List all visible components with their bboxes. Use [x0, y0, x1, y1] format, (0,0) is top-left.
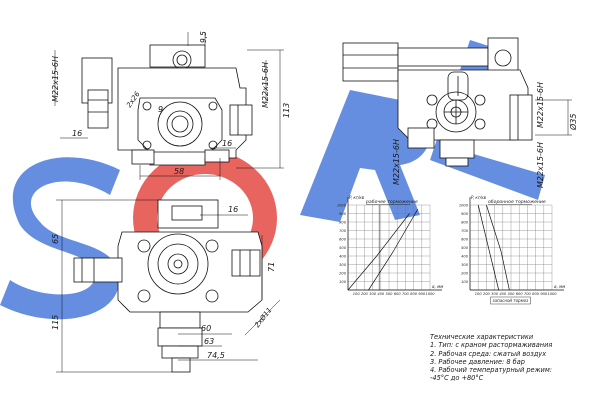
watermark-letter-r [300, 90, 430, 222]
x-tick-label: 1000 [547, 292, 557, 296]
valve-top-view [56, 199, 281, 373]
chart-annotation: запасной тормоз [493, 298, 529, 303]
dim-thread-right-side: M22x15-6H [536, 82, 545, 128]
dim-71: 71 [267, 262, 276, 272]
chart-title: рабочее торможение [365, 199, 418, 205]
specs-title: Технические характеристики [430, 333, 534, 341]
y-tick-label: 800 [461, 221, 469, 225]
y-tick-label: 400 [461, 255, 469, 259]
curve-service-upper [368, 209, 419, 291]
x-tick-label: 100 [475, 292, 483, 296]
x-tick-label: 300 [491, 292, 499, 296]
y-tick-label: 800 [339, 221, 347, 225]
y-tick-label: 900 [339, 212, 347, 216]
y-tick-label: 400 [339, 255, 347, 259]
watermark-letter-s [0, 157, 120, 320]
y-axis-label: P, кг/кв [349, 195, 365, 200]
y-tick-label: 1000 [459, 204, 469, 208]
x-tick-label: 600 [394, 292, 402, 296]
y-tick-label: 200 [339, 272, 347, 276]
dim-74-5: 74,5 [207, 351, 225, 360]
specs-item: 4. Рабочий температурный режим: [430, 366, 553, 375]
curve-service [347, 213, 410, 291]
curve-parking-upper [486, 204, 510, 291]
x-tick-label: 600 [516, 292, 524, 296]
y-tick-label: 600 [339, 238, 347, 242]
x-tick-label: 500 [386, 292, 394, 296]
y-tick-label: 500 [461, 246, 469, 250]
valve-side-view [342, 37, 572, 167]
x-axis-label: α, мм [554, 284, 565, 289]
y-tick-label: 100 [339, 280, 347, 284]
x-tick-label: 300 [369, 292, 377, 296]
x-tick-label: 900 [540, 292, 548, 296]
dim-thread-bottom: M22x15-6H [392, 139, 401, 185]
dim-113: 113 [282, 103, 291, 118]
x-tick-label: 800 [410, 292, 418, 296]
dim-115: 115 [51, 315, 60, 330]
x-tick-label: 100 [353, 292, 361, 296]
x-tick-label: 800 [532, 292, 540, 296]
annotation-box [490, 296, 531, 305]
x-tick-label: 400 [499, 292, 507, 296]
y-tick-label: 700 [461, 229, 469, 233]
y-tick-label: 300 [461, 263, 469, 267]
y-tick-label: 700 [339, 229, 347, 233]
x-tick-label: 400 [377, 292, 385, 296]
x-tick-label: 900 [418, 292, 426, 296]
dim-35: Ø35 [568, 114, 578, 131]
x-tick-label: 200 [483, 292, 491, 296]
dim-thread-right: M22x15-6H [261, 62, 270, 108]
dim-16-right: 16 [222, 139, 232, 148]
dim-16-top: 16 [228, 205, 238, 214]
x-tick-label: 700 [402, 292, 410, 296]
dim-9-5: 9,5 [199, 31, 208, 43]
y-axis-label: P, кг/кв [471, 195, 487, 200]
y-tick-label: 600 [461, 238, 469, 242]
dim-thread-left: M22x15-6H [51, 56, 60, 102]
dim-65: 65 [51, 234, 60, 244]
specs-item: -45°С до +80°С [430, 374, 484, 383]
dim-thread-far: M22x15-6H [536, 142, 545, 188]
dim-16-left: 16 [72, 129, 82, 138]
specs-item: 3. Рабочее давление: 8 бар [430, 357, 525, 366]
dim-2x11: 2xØ11 [253, 306, 273, 329]
dim-63: 63 [204, 337, 214, 346]
x-tick-label: 500 [508, 292, 516, 296]
chart-title: оборонное торможение [488, 199, 546, 205]
specs-item: 1. Тип: с краном растормаживания [430, 341, 553, 350]
technical-specs: Технические характеристики 1. Тип: с кра… [430, 333, 595, 383]
x-tick-label: 200 [361, 292, 369, 296]
y-tick-label: 300 [339, 263, 347, 267]
specs-item: 2. Рабочая среда: сжатый воздух [430, 349, 547, 358]
y-tick-label: 100 [461, 280, 469, 284]
y-tick-label: 1000 [337, 204, 347, 208]
y-tick-label: 200 [461, 272, 469, 276]
x-axis-label: α, мм [432, 284, 443, 289]
dim-9: 9 [158, 105, 163, 114]
x-tick-label: 1000 [425, 292, 435, 296]
x-tick-label: 700 [524, 292, 532, 296]
curve-parking [477, 204, 500, 291]
dim-58: 58 [174, 167, 184, 176]
dim-60: 60 [201, 324, 211, 333]
valve-front-view [54, 32, 284, 180]
y-tick-label: 500 [339, 246, 347, 250]
y-tick-label: 900 [461, 212, 469, 216]
